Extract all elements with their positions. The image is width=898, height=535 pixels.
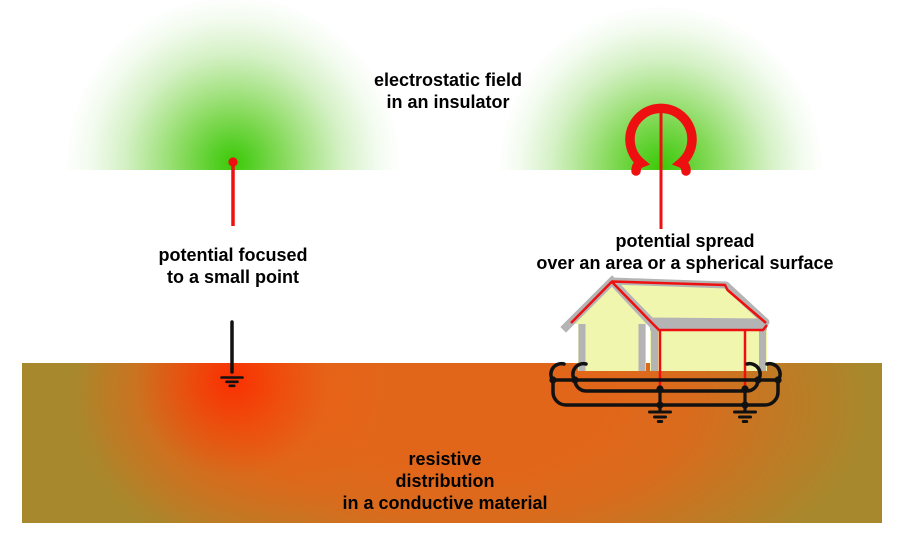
earth-ground-symbol-icon (648, 387, 757, 423)
label-line: resistive (408, 449, 482, 469)
label-resistive-distribution: resistive distribution in a conductive m… (245, 448, 645, 514)
label-line: over an area or a spherical surface (536, 253, 834, 273)
label-line: in a conductive material (342, 493, 548, 513)
point-electrode-icon (228, 157, 238, 226)
label-line: potential focused (158, 245, 308, 265)
earth-rod-with-ground-symbol-icon (220, 320, 244, 388)
label-line: potential spread (615, 231, 755, 251)
label-line: to a small point (166, 267, 299, 287)
house-with-lightning-protection-icon (560, 275, 770, 390)
spherical-electrode-icon (625, 103, 697, 229)
label-electrostatic-field: electrostatic field in an insulator (248, 69, 648, 113)
label-potential-focused: potential focused to a small point (83, 244, 383, 288)
electrostatic-field-glow-left (63, 0, 403, 170)
label-potential-spread: potential spread over an area or a spher… (485, 230, 885, 274)
label-line: electrostatic field (373, 70, 523, 90)
label-line: in an insulator (386, 92, 510, 112)
label-line: distribution (395, 471, 495, 491)
